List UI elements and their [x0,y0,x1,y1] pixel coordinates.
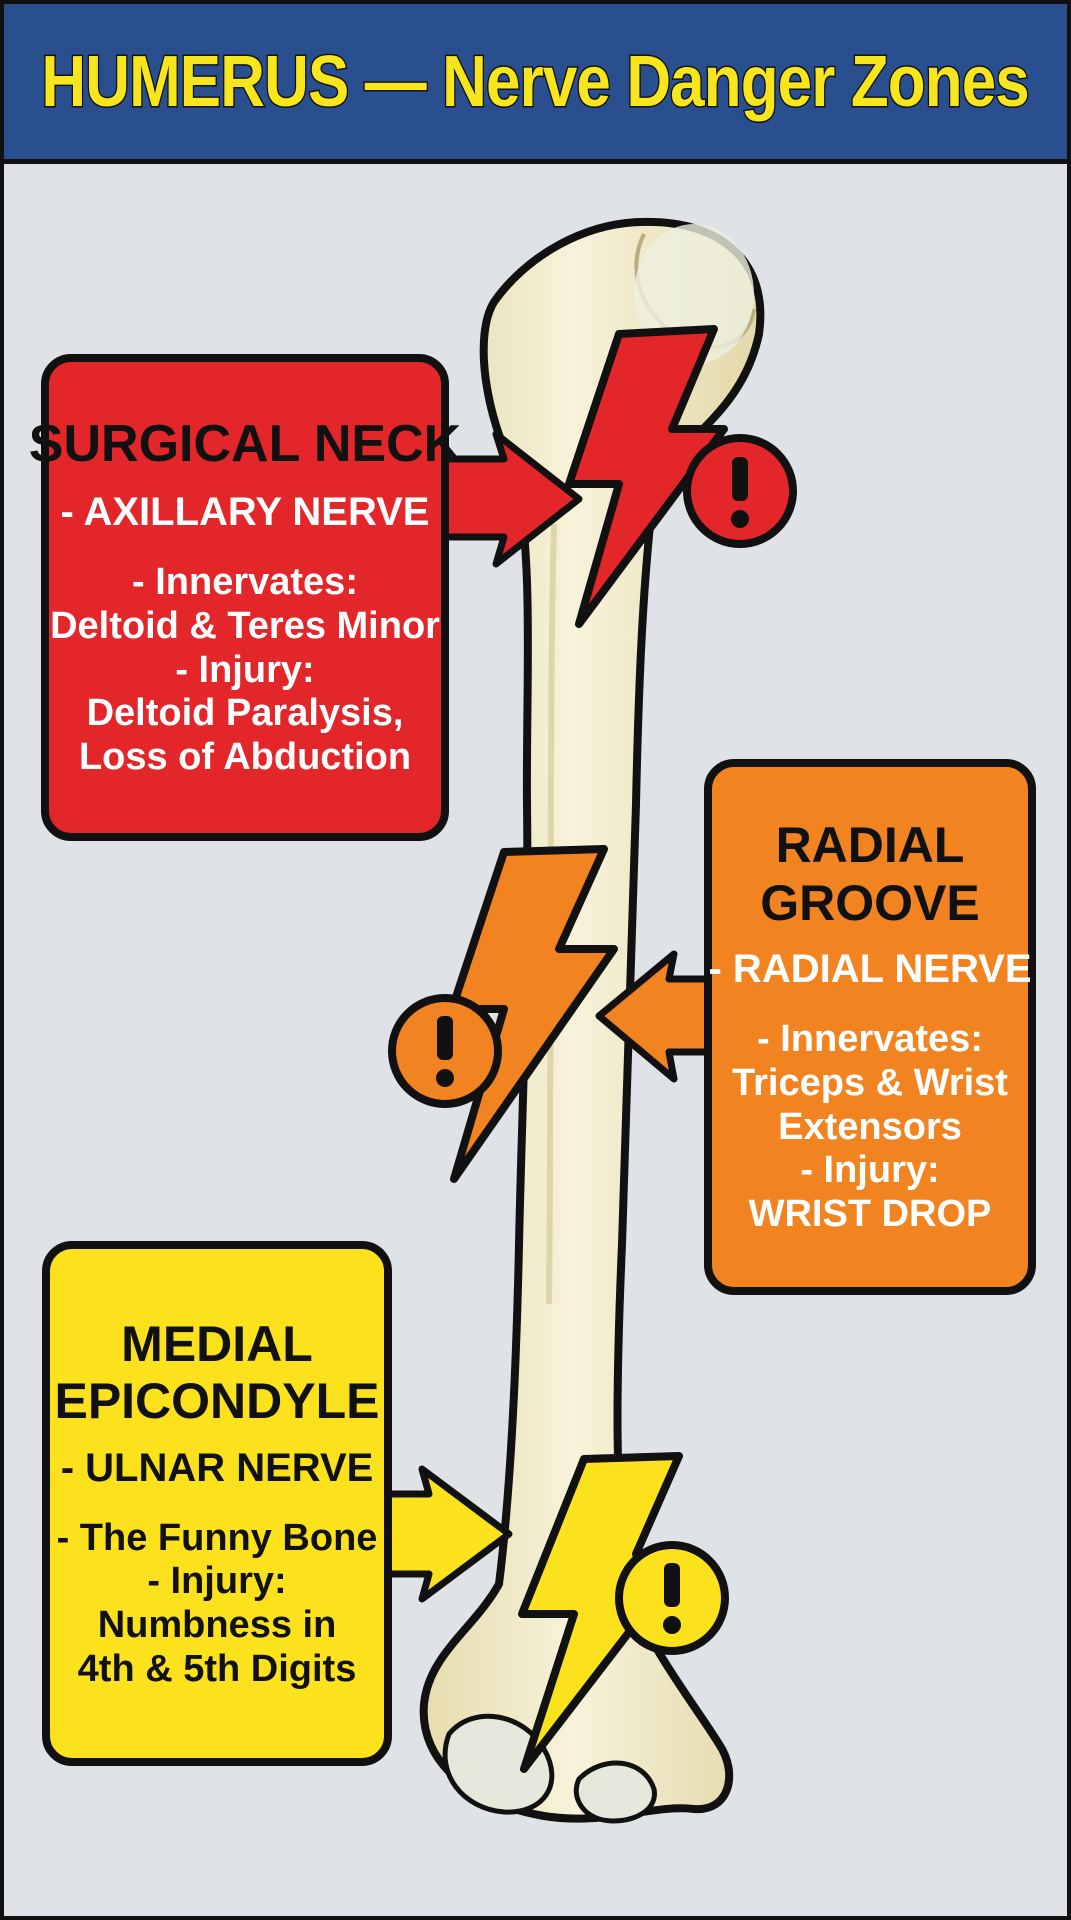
page-title: HUMERUS — Nerve Danger Zones [40,40,1031,123]
radial-groove-callout: RADIAL GROOVE - RADIAL NERVE - Innervate… [704,759,1036,1295]
radial-groove-desc-4: - Injury: [800,1149,940,1192]
title-banner: HUMERUS — Nerve Danger Zones [4,4,1067,164]
radial-groove-desc-2: Triceps & Wrist [732,1061,1008,1104]
medial-epicondyle-desc-2: - Injury: [147,1560,287,1603]
medial-epicondyle-desc-3: Numbness in [97,1604,337,1646]
surgical-neck-desc-5: Loss of Abduction [78,735,412,778]
medial-epicondyle-exclamation-icon [615,1541,729,1655]
surgical-neck-title: SURGICAL NECK [28,415,462,474]
medial-epicondyle-desc-4: 4th & 5th Digits [77,1647,357,1690]
medial-epicondyle-lightning-bolt-icon [518,1452,693,1773]
radial-nerve-label: - RADIAL NERVE [708,947,1032,992]
surgical-neck-desc-3: - Injury: [175,648,315,691]
ulnar-nerve-label: - ULNAR NERVE [60,1445,374,1490]
medial-epicondyle-desc-1: - The Funny Bone [56,1516,378,1559]
axillary-nerve-label: - AXILLARY NERVE [60,490,430,535]
radial-groove-arrow [595,950,713,1083]
radial-groove-title-1: RADIAL [775,817,965,874]
surgical-neck-desc-4: Deltoid Paralysis, [86,692,404,735]
medial-epicondyle-callout: MEDIAL EPICONDYLE - ULNAR NERVE - The Fu… [42,1241,392,1766]
radial-groove-desc-5: WRIST DROP [748,1193,992,1236]
radial-groove-desc-1: - Innervates: [757,1018,983,1061]
medial-epicondyle-title-2: EPICONDYLE [54,1373,380,1430]
radial-groove-desc-3: Extensors [778,1105,962,1148]
humerus-illustration [383,217,797,1824]
surgical-neck-desc-2: Deltoid & Teres Minor [50,604,440,647]
surgical-neck-callout: SURGICAL NECK - AXILLARY NERVE - Innerva… [29,354,461,841]
medial-epicondyle-arrow [383,1465,513,1603]
surgical-neck-desc-1: - Innervates: [132,561,358,604]
medial-epicondyle-title-1: MEDIAL [121,1315,313,1372]
surgical-neck-exclamation-icon [683,434,797,548]
radial-groove-exclamation-icon [388,994,502,1108]
radial-groove-title-2: GROOVE [760,874,980,931]
surgical-neck-lightning-bolt-icon [565,325,728,628]
surgical-neck-arrow [440,430,583,568]
